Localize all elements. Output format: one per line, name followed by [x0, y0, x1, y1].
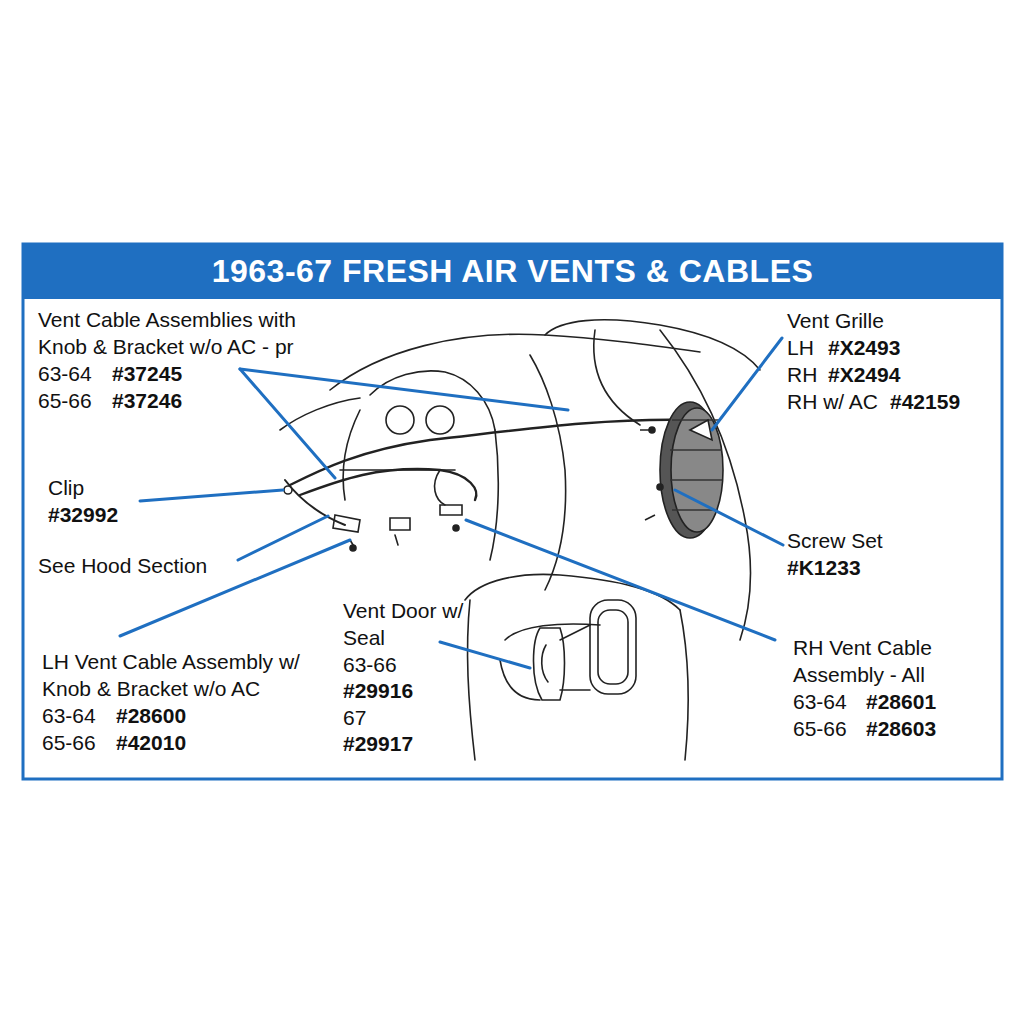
part-number: #37246	[112, 387, 182, 414]
year-range: 63-66	[343, 651, 397, 678]
year-range: 65-66	[38, 387, 92, 414]
year-range: 67	[343, 704, 366, 731]
year-range: 63-64	[42, 702, 96, 729]
side: LH	[787, 334, 814, 361]
part-name: Screw Set	[787, 527, 883, 554]
part-number: #X2493	[828, 334, 900, 361]
part-number: #42159	[890, 388, 960, 415]
part-name: Vent Grille	[787, 307, 884, 334]
year-range: 65-66	[42, 729, 96, 756]
part-number: #28600	[116, 702, 186, 729]
part-number: #X2494	[828, 361, 900, 388]
part-name: Vent Cable Assemblies with Knob & Bracke…	[38, 306, 348, 360]
part-name: Vent Door w/ Seal	[343, 597, 468, 651]
year-range: 63-64	[38, 360, 92, 387]
part-number: #28601	[866, 688, 936, 715]
part-number: #32992	[48, 501, 118, 528]
part-name: LH Vent Cable Assembly w/ Knob & Bracket…	[42, 648, 322, 702]
part-number: #29916	[343, 677, 413, 704]
year-range: 65-66	[793, 715, 847, 742]
part-number: #K1233	[787, 554, 861, 581]
note: See Hood Section	[38, 552, 207, 579]
title-band: 1963-67 FRESH AIR VENTS & CABLES	[22, 243, 1003, 299]
part-number: #37245	[112, 360, 182, 387]
part-name: RH Vent Cable Assembly - All	[793, 634, 963, 688]
side: RH	[787, 361, 817, 388]
part-number: #28603	[866, 715, 936, 742]
side: RH w/ AC	[787, 388, 878, 415]
part-number: #29917	[343, 730, 413, 757]
part-number: #42010	[116, 729, 186, 756]
year-range: 63-64	[793, 688, 847, 715]
part-name: Clip	[48, 474, 84, 501]
